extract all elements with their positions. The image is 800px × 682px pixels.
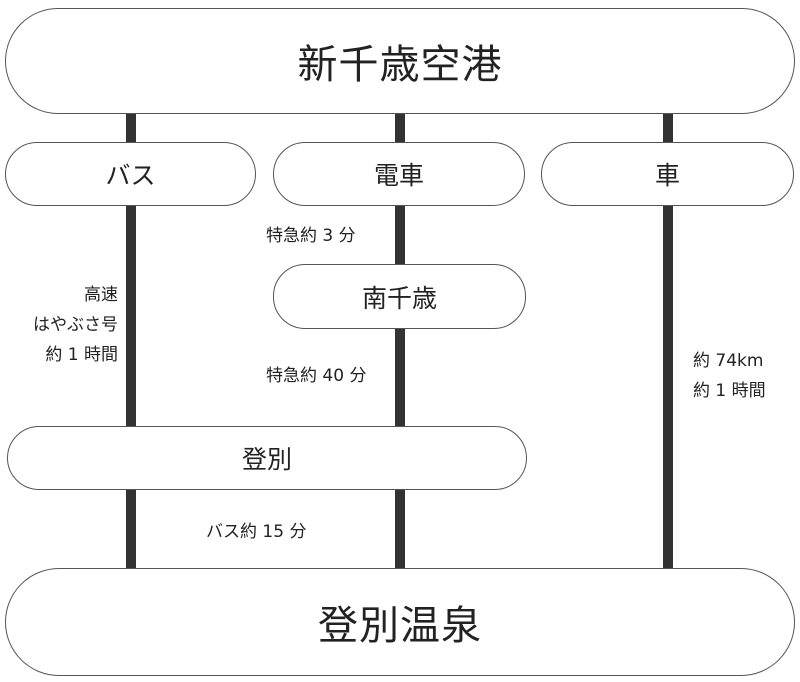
- connector-minami-noboribetsu: [395, 328, 405, 428]
- connector-noboribetsu-onsen-right: [395, 488, 405, 570]
- connector-top-train: [395, 112, 405, 144]
- note-bus-route: 高速 はやぶさ号 約 1 時間: [10, 280, 118, 370]
- node-noboribetsu-onsen: 登別温泉: [5, 568, 795, 676]
- note-train-to-minami: 特急約 3 分: [266, 226, 356, 246]
- note-car-route: 約 74km 約 1 時間: [693, 346, 766, 406]
- note-bus-route-line: 高速: [84, 285, 118, 305]
- node-car-label: 車: [654, 161, 680, 190]
- connector-bus-noboribetsu: [126, 204, 136, 428]
- node-noboribetsu-label: 登別: [241, 445, 292, 474]
- node-noboribetsu-onsen-label: 登別温泉: [318, 603, 482, 649]
- node-train: 電車: [273, 142, 525, 206]
- note-car-route-line: 約 74km: [693, 351, 764, 371]
- node-minami-chitose: 南千歳: [273, 264, 526, 329]
- node-minami-chitose-label: 南千歳: [361, 283, 437, 313]
- node-bus-label: バス: [105, 161, 156, 190]
- connector-top-car: [663, 112, 673, 144]
- note-train-to-noboribetsu: 特急約 40 分: [266, 366, 367, 386]
- note-bus-route-line: はやぶさ号: [33, 315, 118, 335]
- node-car: 車: [541, 142, 794, 206]
- node-new-chitose-airport: 新千歳空港: [5, 8, 795, 114]
- note-bus-route-line: 約 1 時間: [45, 345, 118, 365]
- connector-train-minami: [395, 204, 405, 266]
- note-bus-to-onsen: バス約 15 分: [206, 522, 307, 542]
- connector-top-bus: [126, 112, 136, 144]
- node-train-label: 電車: [373, 161, 424, 190]
- note-car-route-line: 約 1 時間: [693, 381, 766, 401]
- connector-noboribetsu-onsen-left: [126, 488, 136, 570]
- connector-car-onsen: [663, 204, 673, 570]
- node-new-chitose-airport-label: 新千歳空港: [297, 42, 503, 88]
- node-noboribetsu: 登別: [7, 426, 527, 490]
- node-bus: バス: [5, 142, 256, 206]
